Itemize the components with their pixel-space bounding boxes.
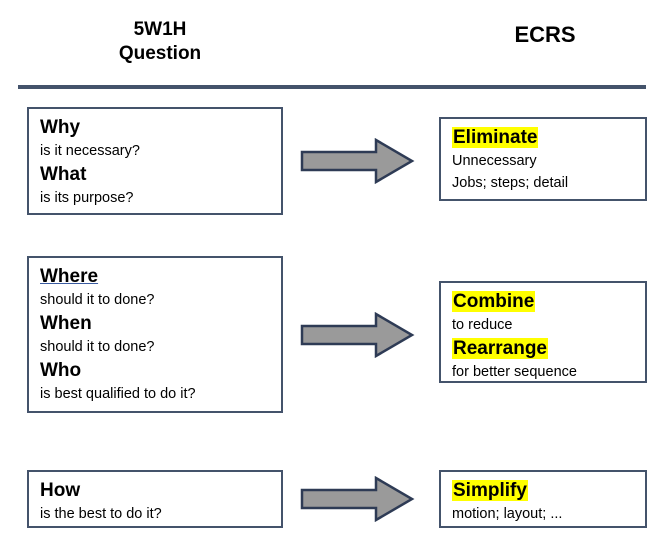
why-what-box-content: Why is it necessary? What is its purpose… <box>29 109 281 209</box>
arrow-how-to-simplify <box>300 476 415 522</box>
where-when-who-box: Where should it to done? When should it … <box>27 256 283 413</box>
desc-rearrange: for better sequence <box>452 364 577 380</box>
term-eliminate: Eliminate <box>452 125 645 150</box>
term-who: Who <box>40 360 82 381</box>
desc-simplify: motion; layout; ... <box>452 506 563 522</box>
diagram-header: 5W1H Question ECRS <box>0 0 665 92</box>
desc-eliminate-1: Unnecessary <box>452 153 537 169</box>
desc-eliminate-2: Jobs; steps; detail <box>452 175 569 191</box>
arrow-where-when-who-to-combine <box>300 312 415 358</box>
term-where: Where <box>40 266 99 287</box>
how-box-content: How is the best to do it? <box>29 472 281 525</box>
column-title-ecrs: ECRS <box>514 22 576 47</box>
term-when: When <box>40 313 92 334</box>
term-rearrange: Rearrange <box>452 336 645 361</box>
where-when-who-box-content: Where should it to done? When should it … <box>29 258 281 405</box>
eliminate-box: Eliminate Unnecessary Jobs; steps; detai… <box>439 117 647 201</box>
term-eliminate-highlight: Eliminate <box>452 127 539 148</box>
term-simplify-highlight: Simplify <box>452 480 528 501</box>
desc-how: is the best to do it? <box>40 506 162 522</box>
desc-combine: to reduce <box>452 317 513 333</box>
column-title-5w1h-line1: 5W1H <box>133 19 187 40</box>
term-why: Why <box>40 117 81 138</box>
term-rearrange-highlight: Rearrange <box>452 338 548 359</box>
term-how: How <box>40 480 81 501</box>
simplify-box: Simplify motion; layout; ... <box>439 470 647 528</box>
how-box: How is the best to do it? <box>27 470 283 528</box>
column-title-5w1h-line2: Question <box>118 43 202 64</box>
arrow-why-what-to-eliminate <box>300 138 415 184</box>
term-what: What <box>40 164 87 185</box>
simplify-box-content: Simplify motion; layout; ... <box>441 472 645 525</box>
desc-when: should it to done? <box>40 339 155 355</box>
term-combine: Combine <box>452 289 645 314</box>
term-combine-highlight: Combine <box>452 291 536 312</box>
desc-what: is its purpose? <box>40 190 134 206</box>
column-title-5w1h: 5W1H Question <box>95 18 225 66</box>
combine-rearrange-box: Combine to reduce Rearrange for better s… <box>439 281 647 383</box>
header-divider <box>18 85 646 89</box>
eliminate-box-content: Eliminate Unnecessary Jobs; steps; detai… <box>441 119 645 194</box>
term-simplify: Simplify <box>452 478 645 503</box>
why-what-box: Why is it necessary? What is its purpose… <box>27 107 283 215</box>
combine-rearrange-box-content: Combine to reduce Rearrange for better s… <box>441 283 645 383</box>
desc-who: is best qualified to do it? <box>40 386 196 402</box>
desc-why: is it necessary? <box>40 143 140 159</box>
desc-where: should it to done? <box>40 292 155 308</box>
